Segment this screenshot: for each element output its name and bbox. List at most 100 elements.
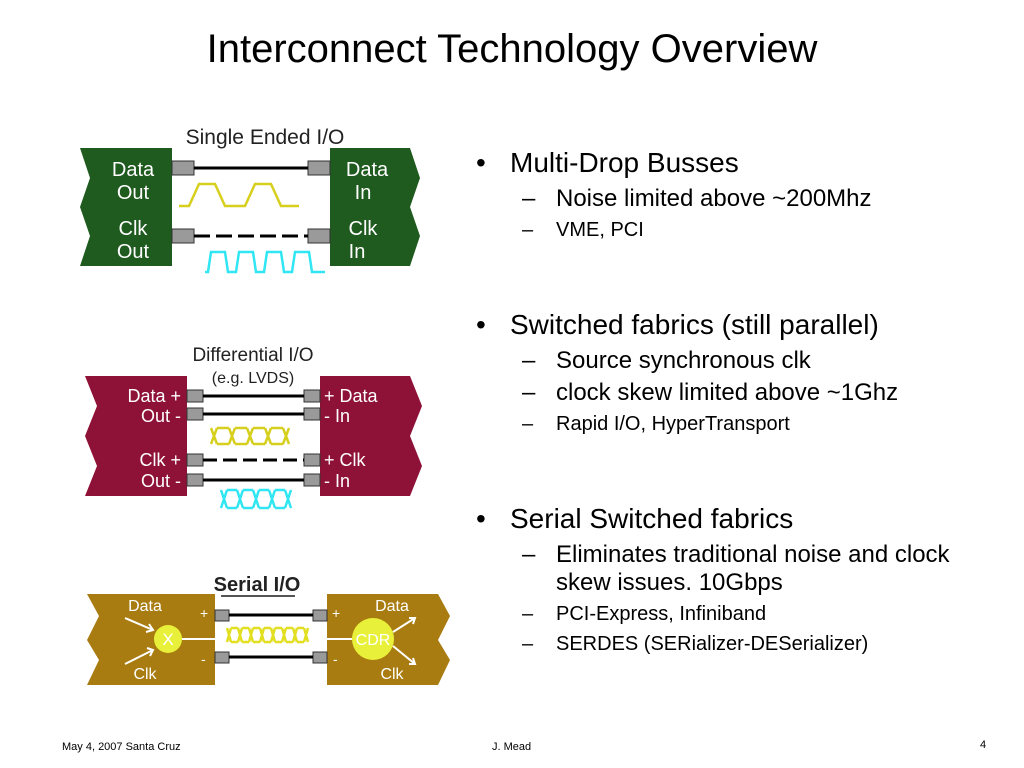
differential-title: Differential I/O (192, 345, 313, 366)
single-clk-in-1: Clk (349, 218, 379, 240)
single-data-in-1: Data (346, 159, 389, 181)
diff-data-in-1: + Data (324, 386, 379, 406)
diff-clk-out-1: Clk + (139, 450, 181, 470)
diff-connector (303, 473, 321, 487)
sub-bullet-text: Eliminates traditional noise and clock s… (556, 541, 950, 596)
dash-icon: – (522, 219, 534, 241)
single-connector (171, 160, 195, 176)
dash-icon: – (522, 347, 536, 374)
bullet-dot-icon: • (476, 147, 486, 178)
bullet-text: Switched fabrics (still parallel) (510, 309, 879, 340)
cdr-label: CDR (356, 632, 391, 649)
serial-connector (312, 651, 328, 664)
sub-bullet-item: –PCI-Express, Infiniband (470, 601, 1010, 627)
diff-connector (303, 407, 321, 421)
diff-clk-out-2: Out - (141, 471, 181, 491)
sub-bullet-item: –Rapid I/O, HyperTransport (470, 411, 1010, 437)
diff-data-out-1: Data + (127, 386, 181, 406)
dash-icon: – (522, 185, 536, 212)
single-connector (307, 160, 331, 176)
serial-left-clk-label: Clk (133, 666, 157, 683)
sub-bullet-text: clock skew limited above ~1Ghz (556, 379, 899, 406)
dash-icon: – (522, 541, 536, 568)
sub-bullet-text: Rapid I/O, HyperTransport (556, 413, 790, 435)
diff-left-block (85, 376, 187, 496)
serializer-label: X (162, 630, 173, 649)
diff-connector (186, 473, 204, 487)
serial-title: Serial I/O (214, 574, 301, 596)
single-connector (307, 228, 331, 244)
differential-subtitle: (e.g. LVDS) (212, 370, 294, 387)
dash-icon: – (522, 413, 534, 435)
single-clk-in-2: In (349, 241, 366, 263)
bullet-list: •Multi-Drop Busses –Noise limited above … (470, 145, 1010, 657)
single-data-wave (179, 182, 299, 208)
bullet-item: • Serial Switched fabrics (470, 501, 1010, 537)
sub-bullet-text: VME, PCI (556, 219, 644, 241)
cdr-circle (352, 618, 394, 660)
diff-connector (186, 453, 204, 467)
dash-icon: – (522, 633, 534, 655)
serial-right-minus: - (333, 651, 338, 667)
diff-connector (303, 389, 321, 403)
footer-date-location: May 4, 2007 Santa Cruz (62, 741, 181, 753)
dash-icon: – (522, 379, 536, 406)
serial-left-minus: - (201, 651, 206, 667)
single-ended-title: Single Ended I/O (186, 126, 345, 149)
serial-left-data-label: Data (128, 598, 162, 615)
diff-data-wave (209, 426, 291, 446)
diff-data-out-2: Out - (141, 406, 181, 426)
sub-bullet-item: –SERDES (SERializer-DESerializer) (470, 631, 1010, 657)
diff-clk-wave (219, 488, 293, 510)
single-clk-out-2: Out (117, 241, 150, 263)
sub-bullet-text: Noise limited above ~200Mhz (556, 185, 872, 212)
slide-title: Interconnect Technology Overview (206, 27, 818, 71)
diff-data-in-2: - In (324, 406, 350, 426)
serial-wave (225, 626, 310, 644)
serial-connector (312, 609, 328, 622)
serial-connector (214, 651, 230, 664)
serializer-circle (154, 625, 182, 653)
sub-bullet-item: –Noise limited above ~200Mhz (470, 185, 1010, 213)
single-data-in-2: In (355, 182, 372, 204)
bullet-dot-icon: • (476, 309, 486, 340)
differential-io-diagram: Differential I/O (e.g. LVDS) Data + Out … (85, 345, 422, 510)
diff-right-block (320, 376, 422, 496)
serial-left-plus: + (200, 605, 208, 621)
serial-right-data-label: Data (375, 598, 409, 615)
single-left-block (80, 148, 172, 266)
bullet-item: • Multi-Drop Busses (470, 145, 1010, 181)
diff-clk-in-2: - In (324, 471, 350, 491)
sub-bullet-item: –clock skew limited above ~1Ghz (470, 379, 1010, 407)
cdr-data-arrow (392, 617, 417, 633)
single-connector (171, 228, 195, 244)
single-clk-wave (205, 250, 325, 274)
diff-connector (186, 389, 204, 403)
bullet-item: • Switched fabrics (still parallel) (470, 307, 1010, 343)
sub-bullet-item: –Eliminates traditional noise and clock … (470, 541, 976, 597)
serial-right-plus: + (332, 605, 340, 621)
serial-io-diagram: Serial I/O Data Clk Data Clk X CDR + - +… (87, 574, 450, 685)
sub-bullet-text: PCI-Express, Infiniband (556, 603, 767, 625)
footer-author: J. Mead (492, 741, 532, 753)
serial-left-block (87, 594, 215, 685)
diff-clk-in-1: + Clk (324, 450, 367, 470)
single-data-out-1: Data (112, 159, 155, 181)
diff-connector (186, 407, 204, 421)
serial-right-clk-label: Clk (380, 666, 404, 683)
single-right-block (330, 148, 420, 266)
dash-icon: – (522, 603, 534, 625)
sub-bullet-item: –VME, PCI (470, 217, 1010, 243)
cdr-clk-arrow (392, 645, 417, 665)
bullet-dot-icon: • (476, 503, 486, 534)
sub-bullet-text: Source synchronous clk (556, 347, 811, 374)
sub-bullet-item: –Source synchronous clk (470, 347, 1010, 375)
page-number: 4 (980, 739, 987, 751)
single-ended-io-diagram: Single Ended I/O Data Out Clk Out Data I… (80, 126, 420, 274)
sub-bullet-text: SERDES (SERializer-DESerializer) (556, 633, 869, 655)
single-data-out-2: Out (117, 182, 150, 204)
serial-clk-arrow (124, 647, 155, 665)
bullet-text: Multi-Drop Busses (510, 147, 739, 178)
bullet-text: Serial Switched fabrics (510, 503, 794, 534)
serial-connector (214, 609, 230, 622)
